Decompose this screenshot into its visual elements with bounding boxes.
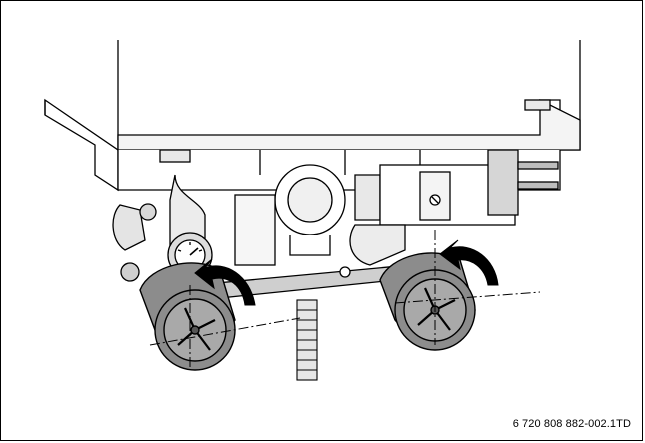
rotation-arrow-icon-right [439, 239, 499, 286]
flex-pipe [296, 299, 318, 381]
reference-code: 6 720 808 882-002.1TD [512, 418, 631, 430]
boiler-housing [44, 40, 581, 192]
valve-handle-left [139, 262, 236, 371]
pipework [112, 164, 381, 282]
axis-lines [149, 230, 541, 370]
rotation-arrow-icon [194, 258, 256, 306]
valve-handle-right [379, 252, 476, 351]
control-box [349, 149, 559, 266]
